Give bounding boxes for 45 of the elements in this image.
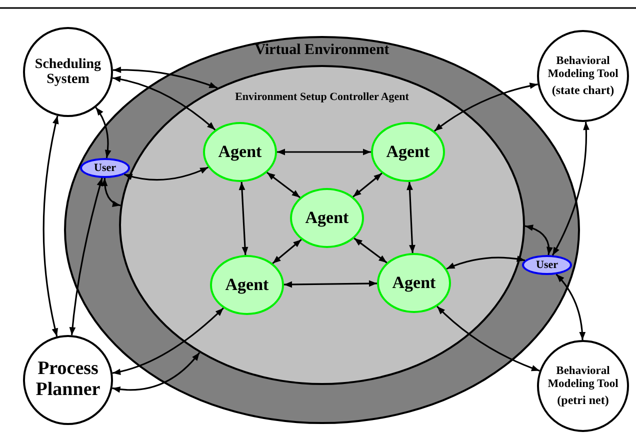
agent-ellipse (210, 255, 284, 315)
node-label: Agent (386, 142, 430, 162)
node-label: User (536, 258, 558, 272)
arrow (272, 238, 302, 264)
arrow (524, 224, 552, 256)
arrow (95, 106, 112, 158)
arrow (69, 178, 104, 336)
agent-ellipse (377, 253, 451, 313)
arrow (266, 172, 300, 198)
node-label: Scheduling System (34, 56, 102, 88)
region-title: Virtual Environment (254, 42, 390, 58)
node-label: Agent (392, 274, 436, 292)
node-subtitle: (state chart) (552, 84, 614, 97)
arrow (238, 182, 248, 256)
arrow (436, 306, 540, 372)
arrow (102, 178, 121, 206)
arrow (552, 122, 590, 256)
arrow (556, 274, 586, 340)
arrow (277, 148, 371, 156)
user-ellipse (80, 158, 130, 178)
node-label: Agent (225, 276, 269, 294)
arrow (124, 166, 209, 181)
arrow (42, 116, 59, 337)
arrow (284, 280, 378, 288)
node-subtitle: (petri net) (557, 394, 609, 407)
node-label: Agent (305, 208, 349, 228)
arrow (112, 76, 216, 130)
arrow (352, 172, 382, 198)
node-label: Agent (218, 142, 262, 162)
agent-ellipse (371, 122, 445, 182)
arrow (354, 238, 388, 264)
arrow (406, 182, 416, 254)
user-ellipse (522, 255, 572, 275)
node-label: User (94, 162, 116, 174)
node-label: Behavioral Modeling Tool (546, 365, 620, 391)
node-label: Process Planner (34, 359, 102, 401)
arrow (112, 66, 218, 89)
node-label: Behavioral Modeling Tool (546, 55, 620, 81)
agent-ellipse (290, 188, 364, 248)
arrow (112, 352, 200, 392)
arrow (434, 82, 538, 132)
arrow (446, 256, 526, 270)
region-title: Environment Setup Controller Agent (235, 91, 409, 104)
arrow (112, 308, 224, 375)
agent-ellipse (203, 122, 277, 182)
